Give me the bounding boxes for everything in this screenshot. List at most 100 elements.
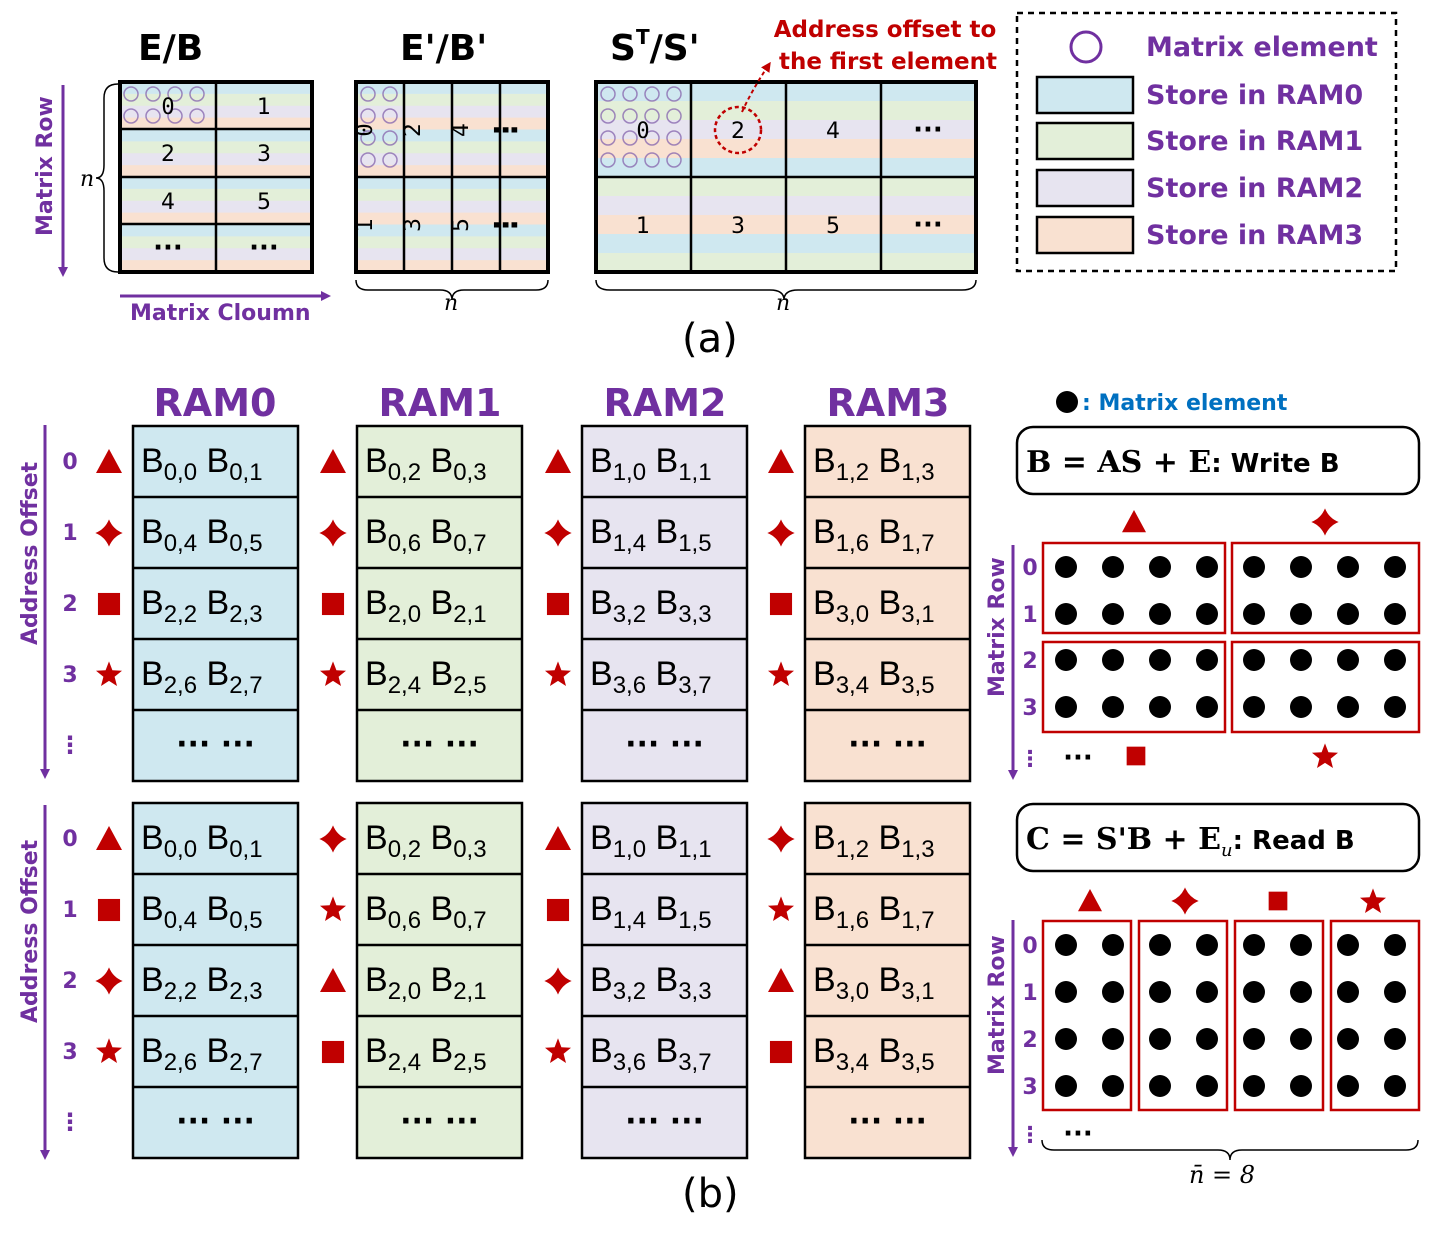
sparkle-marker-icon [767,519,795,547]
matrix-element-circle [123,108,139,124]
legend-ram3: Store in RAM3 [1146,220,1363,251]
matrix-element-circle [600,108,616,124]
matrix-element-circle [644,86,660,102]
address-offset-value: 1 [62,898,77,923]
matrix-entry-b: B1,0 B1,1 [590,819,712,863]
star-marker-icon [320,896,346,921]
matrix-element-dot [1384,1028,1406,1050]
legend-box [1015,11,1398,273]
sparkle-marker-icon [544,967,572,995]
matrix-element-dot [1055,1075,1077,1097]
matrix-element-dot [1102,556,1124,578]
matrix-entry-b: B1,2 B1,3 [813,442,935,486]
address-note-line2: the first element [779,49,997,75]
address-offset-value: 3 [62,1040,77,1065]
block-outline [1329,919,1421,1112]
write-formula-box [1015,425,1421,496]
matrix-element-dot [1149,649,1171,671]
triangle-marker-icon [545,826,571,851]
legend-ram2: Store in RAM2 [1146,173,1363,204]
matrix-entry-b: B2,4 B2,5 [365,1032,487,1076]
title-ebprime: E'/B' [400,28,487,69]
matrix-element-circle [644,130,660,146]
matrix-element-dot [1337,1075,1359,1097]
matrix-element-dot [1384,934,1406,956]
square-marker-icon [97,898,121,922]
sparkle-marker-icon [1171,887,1199,915]
matrix-entry-b: B0,4 B0,5 [141,890,263,934]
matrix-element-circle [600,152,616,168]
matrix-entry-b: B1,4 B1,5 [590,513,712,557]
matrix-entry-b: B2,2 B2,3 [141,584,263,628]
ram-column-3 [803,424,972,783]
matrix-element-dot [1196,981,1218,1003]
ebprime-cell-label: 1 [353,218,378,232]
matrix-entry-b: B2,0 B2,1 [365,961,487,1005]
matrix-element-dot [1243,981,1265,1003]
matrix-entry-b: B1,0 B1,1 [590,442,712,486]
star-marker-icon [545,661,571,686]
matrix-element-circle [622,152,638,168]
matrix-element-dot [1290,981,1312,1003]
matrix-row-label-write: Matrix Row [985,557,1010,697]
n-label-st: n [776,291,790,316]
matrix-element-dot [1243,603,1265,625]
ellipsis-cell: ··· ··· [176,1104,255,1139]
brace-nbar [1041,1139,1419,1161]
matrix-element-circle [382,86,398,102]
block-outline [1137,919,1229,1112]
matrix-element-circle [644,152,660,168]
ebprime-border [354,80,550,274]
star-marker-icon [1312,743,1338,768]
triangle-marker-icon [768,449,794,474]
matrix-element-dot [1243,934,1265,956]
read-formula-box [1015,802,1421,873]
matrix-element-dot [1149,1028,1171,1050]
matrix-element-dot [1290,1028,1312,1050]
block-outline [1041,919,1133,1112]
matrix-entry-b: B2,2 B2,3 [141,961,263,1005]
matrix-element-circle [123,86,139,102]
address-offset-label-top: Address Offset [18,461,43,645]
matrix-element-circle [622,86,638,102]
matrix-element-dot [1055,556,1077,578]
sparkle-marker-icon [319,825,347,853]
matrix-entry-b: B3,6 B3,7 [590,1032,712,1076]
square-marker-icon [1268,891,1288,911]
matrix-row-label: Matrix Row [33,96,58,236]
matrix-element-circle [167,108,183,124]
matrix-element-dot [1102,934,1124,956]
triangle-marker-icon [768,968,794,993]
st-cell-label: 3 [731,214,745,239]
ellipsis: ··· [1063,1119,1093,1149]
square-marker-icon [769,1040,793,1064]
st-border [594,80,978,274]
matrix-element-dot [1055,649,1077,671]
st-cell-label: 5 [826,214,840,239]
matrix-element-dot [1384,981,1406,1003]
legend-ram1: Store in RAM1 [1146,126,1363,157]
address-offset-label-bottom: Address Offset [18,839,43,1023]
matrix-element-dot [1055,603,1077,625]
matrix-element-dot [1337,556,1359,578]
matrix-element-dot [1290,696,1312,718]
sparkle-marker-icon [1311,508,1339,536]
legend-dot-text: : Matrix element [1082,391,1288,416]
matrix-entry-b: B0,0 B0,1 [141,819,263,863]
address-offset-value: 1 [62,521,77,546]
matrix-element-dot [1290,603,1312,625]
matrix-element-dot [1243,556,1265,578]
matrix-element-circle [666,152,682,168]
ram-column-2 [580,424,749,783]
matrix-element-circle [189,108,205,124]
block-outline [1230,640,1421,734]
legend-ram1-swatch [1035,121,1135,161]
ram-title: RAM3 [827,381,950,425]
